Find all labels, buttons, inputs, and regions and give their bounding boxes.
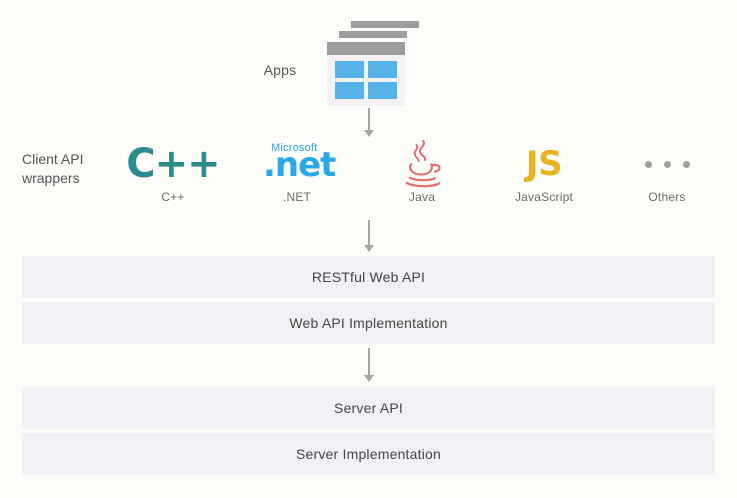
ellipsis-dot-2	[663, 160, 671, 168]
apps-label: Apps	[263, 62, 297, 78]
arrow-shaft	[368, 220, 370, 246]
app-tile-2	[368, 61, 397, 78]
app-window-titlebar	[327, 42, 405, 55]
tech-caption-java: Java	[408, 190, 436, 204]
tech-caption-others: Others	[648, 190, 686, 204]
layer-label-server-implementation: Server Implementation	[295, 446, 442, 462]
arrow-head	[364, 375, 374, 382]
app-tile-3	[335, 82, 364, 99]
layer-bar-server-implementation: Server Implementation	[22, 433, 715, 475]
dotnet-logo-icon: Microsoft .net	[241, 138, 353, 190]
layer-label-web-api-implementation: Web API Implementation	[289, 315, 448, 331]
layer-label-server-api: Server API	[334, 400, 403, 416]
arrow-wrappers-to-restful-web-api	[361, 220, 377, 254]
client-api-wrappers-label-line2: wrappers	[22, 170, 80, 186]
arrow-web-api-implementation-to-server-api	[361, 348, 377, 384]
stacked-app-windows-icon	[327, 21, 427, 106]
dotnet-logo-net-text: .net	[263, 145, 336, 185]
ellipsis-dot-1	[644, 160, 652, 168]
app-window-tiles	[335, 61, 397, 99]
arrow-head	[364, 130, 374, 137]
tech-caption-cpp: C++	[161, 190, 185, 204]
ellipsis-dots-icon	[611, 138, 723, 190]
ellipsis-dot-3	[682, 160, 690, 168]
tech-caption-javascript: JavaScript	[514, 190, 574, 204]
arrow-shaft	[368, 108, 370, 131]
tech-item-cpp: C++ C++	[117, 138, 229, 214]
layer-bar-web-api-implementation: Web API Implementation	[22, 302, 715, 344]
dotnet-logo-microsoft-text: Microsoft	[271, 142, 318, 154]
tech-item-java: Java	[366, 138, 478, 214]
client-api-wrappers-label-line1: Client API	[22, 151, 84, 167]
java-coffee-cup-logo-icon	[366, 138, 478, 190]
javascript-logo-icon: JS	[525, 144, 563, 184]
layer-bar-restful-web-api: RESTful Web API	[22, 256, 715, 298]
app-tile-4	[368, 82, 397, 99]
client-api-wrappers-label: Client API wrappers	[22, 150, 130, 188]
tech-item-javascript: JS JavaScript	[488, 138, 600, 214]
java-logo-svg	[405, 140, 441, 188]
tech-item-dotnet: Microsoft .net .NET	[241, 138, 353, 214]
layer-label-restful-web-api: RESTful Web API	[311, 269, 426, 285]
client-api-wrappers-row: Client API wrappers C++ C++ Microsoft .n…	[0, 138, 737, 216]
app-tile-1	[335, 61, 364, 78]
layer-bar-server-api: Server API	[22, 387, 715, 429]
app-window-front	[327, 42, 405, 106]
arrow-head	[364, 245, 374, 252]
arrow-shaft	[368, 348, 370, 376]
tech-caption-dotnet: .NET	[282, 190, 312, 204]
cpp-logo-icon: C++	[126, 141, 220, 187]
tech-item-others: Others	[611, 138, 723, 214]
apps-row: Apps	[0, 8, 737, 106]
arrow-apps-to-wrappers	[361, 108, 377, 138]
